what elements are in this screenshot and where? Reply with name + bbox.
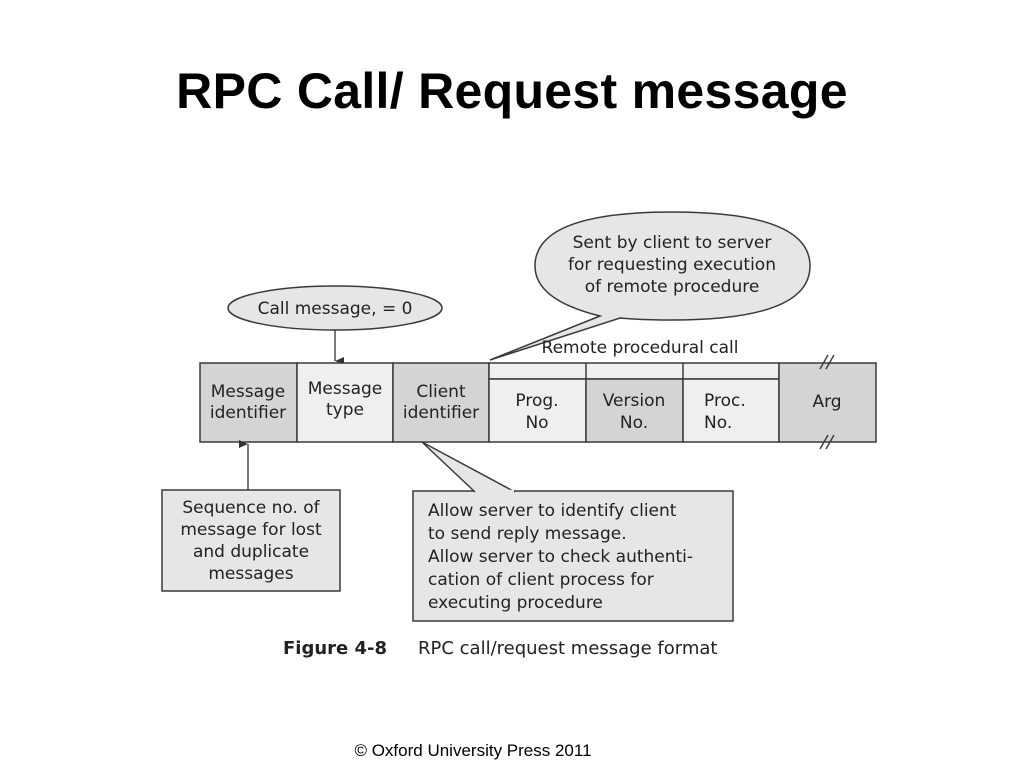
- message-identifier-line-2: identifier: [210, 403, 286, 423]
- allow-server-pointer: [421, 441, 516, 493]
- client-identifier-line-1: Client: [416, 382, 466, 402]
- figure-caption-label: Figure 4-8: [283, 638, 387, 659]
- version-no-line-1: Version: [603, 391, 666, 411]
- figure-caption-text: RPC call/request message format: [418, 638, 717, 659]
- call-message-ellipse: Call message, = 0: [227, 285, 443, 331]
- allow-server-line-3: Allow server to check authenti-: [428, 547, 693, 567]
- field-arg: [778, 362, 877, 443]
- allow-server-line-4: cation of client process for: [428, 570, 654, 590]
- proc-no-line-2: No.: [704, 413, 732, 433]
- message-type-line-2: type: [326, 400, 364, 420]
- message-fields: Message identifier Message type Client i…: [199, 354, 877, 450]
- allow-server-line-1: Allow server to identify client: [428, 501, 677, 521]
- call-message-label: Call message, = 0: [258, 299, 413, 319]
- sequence-no-line-4: messages: [208, 564, 293, 584]
- sent-by-client-line-1: Sent by client to server: [573, 233, 772, 253]
- version-no-line-2: No.: [620, 413, 648, 433]
- field-client-identifier: [392, 362, 490, 443]
- sequence-no-line-1: Sequence no. of: [182, 498, 320, 518]
- prog-no-line-2: No: [525, 413, 548, 433]
- arg-label: Arg: [812, 392, 841, 412]
- allow-server-line-5: executing procedure: [428, 593, 603, 613]
- client-identifier-line-2: identifier: [403, 403, 479, 423]
- sent-by-client-line-3: of remote procedure: [585, 277, 760, 297]
- field-group-header: [488, 362, 780, 380]
- copyright-footer: © Oxford University Press 2011: [354, 741, 592, 760]
- slide-title: RPC Call/ Request message: [176, 63, 848, 119]
- allow-server-line-2: to send reply message.: [428, 524, 627, 544]
- sequence-no-line-3: and duplicate: [193, 542, 309, 562]
- continuation-break-mark: [819, 354, 835, 450]
- proc-no-line-1: Proc.: [704, 391, 746, 411]
- sequence-no-line-2: message for lost: [180, 520, 322, 540]
- sent-by-client-line-2: for requesting execution: [568, 255, 776, 275]
- remote-procedural-call-label: Remote procedural call: [542, 338, 739, 358]
- message-type-line-1: Message: [308, 379, 383, 399]
- allow-server-callout: Allow server to identify client to send …: [412, 441, 734, 622]
- message-identifier-line-1: Message: [211, 382, 286, 402]
- field-proc-no: [682, 378, 780, 443]
- sequence-no-callout: Sequence no. of message for lost and dup…: [161, 489, 341, 592]
- sent-by-client-bubble: Sent by client to server for requesting …: [489, 211, 811, 361]
- prog-no-line-1: Prog.: [515, 391, 558, 411]
